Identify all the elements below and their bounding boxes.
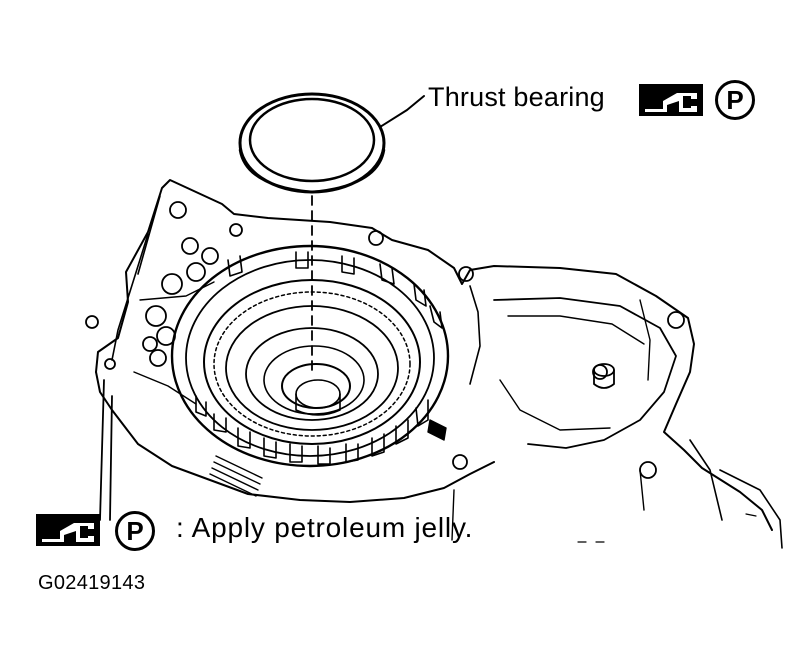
thrust-bearing <box>238 92 386 194</box>
bolt-holes <box>85 201 685 479</box>
grease-gun-icon <box>639 84 703 116</box>
petroleum-letter: P <box>126 516 143 546</box>
petroleum-letter: P <box>726 85 743 115</box>
edge-marks <box>577 513 757 543</box>
transmission-case <box>95 179 783 549</box>
figure-code: G02419143 <box>38 572 146 594</box>
thrust-bearing-label: Thrust bearing <box>428 82 605 112</box>
letter-p-circle-icon: P <box>115 511 155 551</box>
clutch-plates <box>209 419 447 497</box>
oil-ports <box>133 237 219 405</box>
grease-gun-icon <box>36 514 100 546</box>
ring-gear-assembly <box>170 244 450 468</box>
dowel-pin <box>593 363 615 389</box>
drum-splines <box>195 251 443 465</box>
letter-p-circle-icon: P <box>715 80 755 120</box>
callout-leader-line <box>379 95 425 128</box>
legend-text: : Apply petroleum jelly. <box>176 512 474 543</box>
